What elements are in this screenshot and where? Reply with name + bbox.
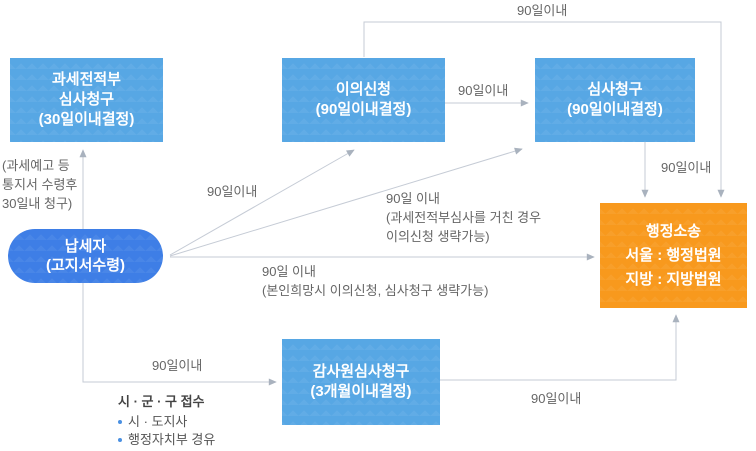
footnote-sigungu-block: 시 · 군 · 구 접수 시 · 도지사 행정자치부 경유 (118, 393, 215, 449)
label-taxpayer-to-review: 90일 이내 (과세전적부심사를 거친 경우 이의신청 생략가능) (386, 189, 541, 246)
node-text-line: 지방 : 지방법원 (625, 270, 722, 288)
bullet-icon (118, 438, 122, 442)
node-objection: 이의신청 (90일이내결정) (282, 58, 445, 142)
connector-audit-to-litigation (440, 314, 680, 381)
label-line: 통지서 수령후 (2, 177, 78, 192)
node-text-line: (3개월이내결정) (310, 383, 412, 400)
label-taxpayer-to-pre-note: (과세예고 등 통지서 수령후 30일내 청구) (2, 156, 77, 213)
node-text-line: 심사청구 (587, 81, 643, 98)
connector-taxpayer-to-objection (169, 149, 355, 256)
footnote-item-label: 행정자치부 경유 (128, 432, 216, 447)
connector-taxpayer-to-audit (82, 283, 277, 386)
label-review-to-litigation: 90일이내 (661, 160, 712, 175)
node-text-line: (고지서수령) (46, 257, 125, 274)
label-objection-to-review: 90일이내 (458, 83, 509, 98)
label-taxpayer-to-litigation: 90일 이내 (본인희망시 이의신청, 심사청구 생략가능) (262, 262, 488, 300)
node-text-line: (30일이내결정) (38, 111, 135, 128)
node-text-line: (90일이내결정) (567, 101, 663, 118)
label-line: (과세예고 등 (2, 158, 70, 173)
label-taxpayer-to-audit: 90일이내 (152, 358, 203, 373)
node-audit-board-review: 감사원심사청구 (3개월이내결정) (282, 339, 440, 425)
connector-objection-top-to-litigation (363, 21, 725, 198)
node-administrative-litigation: 행정소송 서울 : 행정법원 지방 : 지방법원 (600, 203, 747, 308)
label-line: (본인희망시 이의신청, 심사청구 생략가능) (262, 283, 489, 298)
node-taxpayer: 납세자 (고지서수령) (8, 229, 163, 283)
footnote-item-label: 시 · 도지사 (128, 414, 188, 429)
node-text-line: 행정소송 (645, 222, 702, 240)
footnote-item: 시 · 도지사 (118, 413, 215, 431)
label-line: (과세전적부심사를 거친 경우 (386, 210, 542, 225)
label-audit-to-litigation: 90일이내 (531, 391, 582, 406)
node-text-line: 납세자 (64, 238, 107, 255)
label-taxpayer-to-objection: 90일이내 (207, 184, 258, 199)
label-line: 90일 이내 (262, 264, 316, 279)
node-text-line: (90일이내결정) (315, 101, 412, 118)
node-text-line: 이의신청 (335, 81, 392, 98)
connector-taxpayer-to-review (169, 147, 523, 257)
bullet-icon (118, 420, 122, 424)
node-pre-assessment-review: 과세전적부 심사청구 (30일이내결정) (10, 58, 163, 142)
label-line: 90일 이내 (386, 191, 440, 206)
node-text-line: 감사원심사청구 (312, 363, 410, 380)
label-objection-top-to-litigation: 90일이내 (517, 3, 568, 18)
node-text-line: 서울 : 행정법원 (625, 246, 722, 264)
label-line: 이의신청 생략가능) (386, 229, 490, 244)
node-text-line: 심사청구 (58, 91, 115, 108)
footnote-title: 시 · 군 · 구 접수 (118, 394, 205, 409)
label-line: 30일내 청구) (2, 196, 73, 211)
node-text-line: 과세전적부 (51, 71, 121, 88)
node-review-request: 심사청구 (90일이내결정) (535, 58, 695, 142)
footnote-item: 행정자치부 경유 (118, 431, 215, 449)
